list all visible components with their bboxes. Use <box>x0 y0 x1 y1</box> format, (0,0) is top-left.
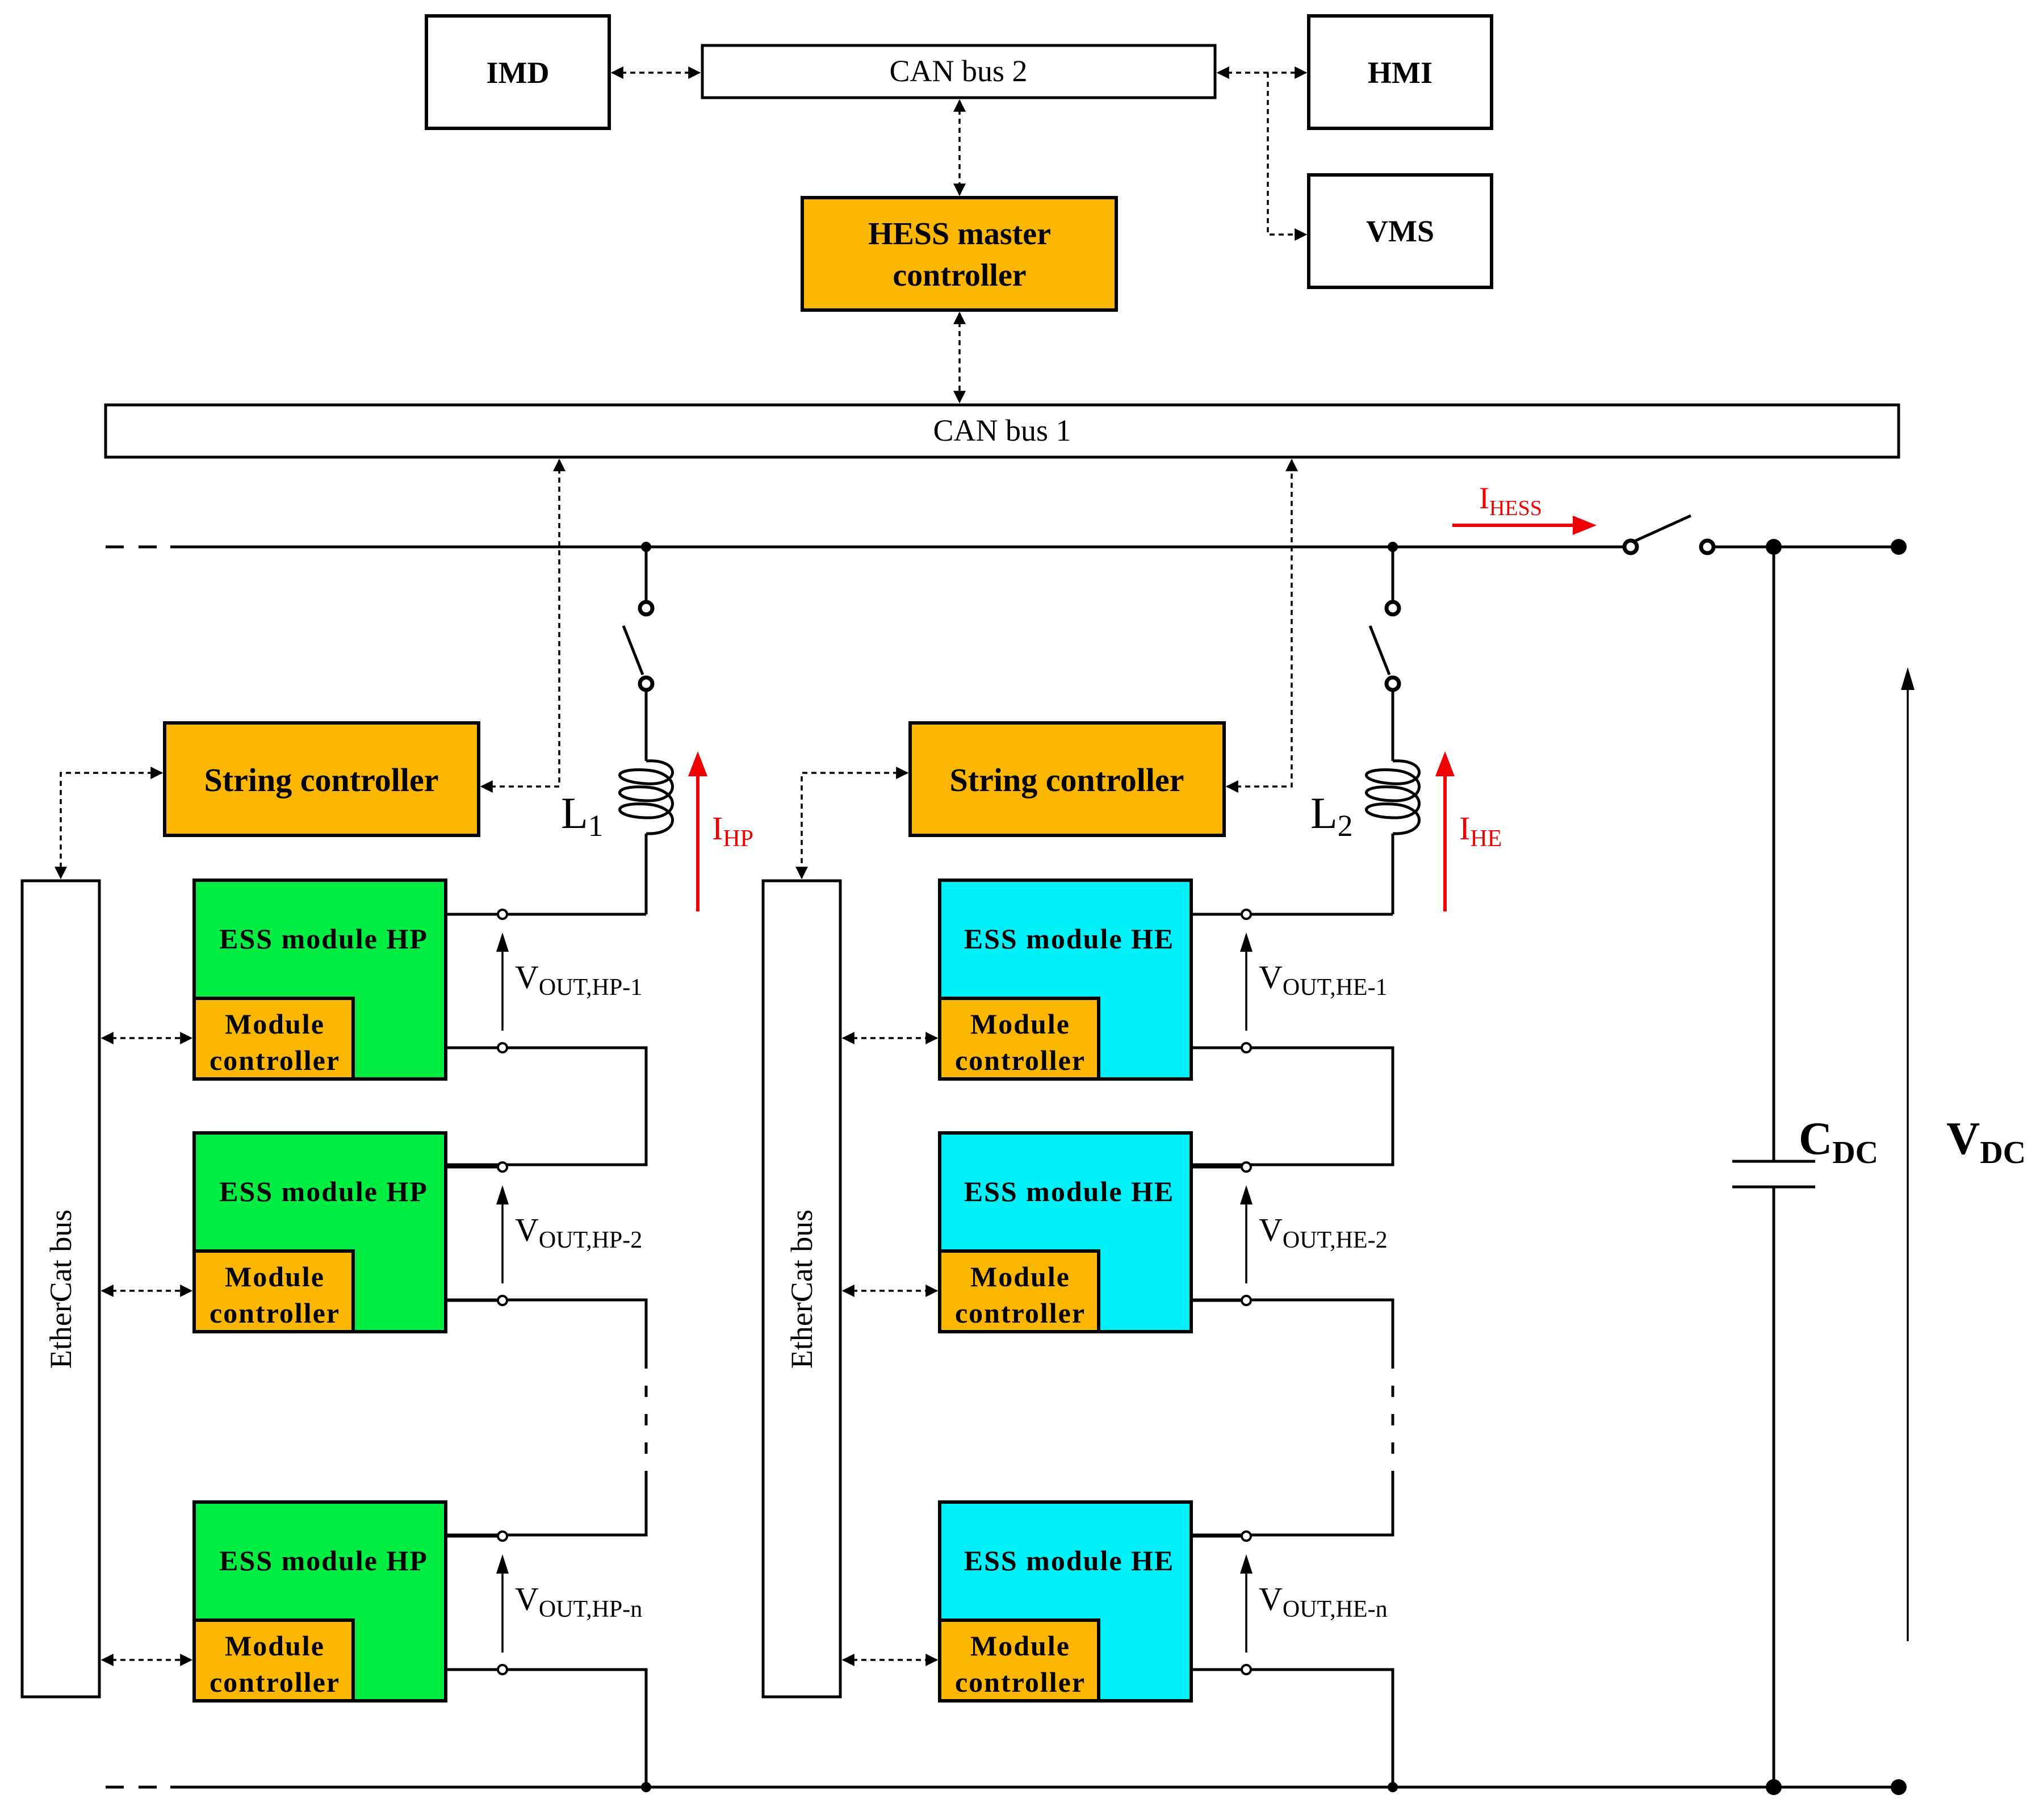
ess-module-hp-title: ESS module HP <box>219 1545 428 1576</box>
module-controller-he-3: Module controller <box>938 1618 1100 1703</box>
vout-label-hp-2: VOUT,HP-2 <box>515 1211 642 1253</box>
string-controller-he-ethercat-link <box>795 767 909 880</box>
string-controller-hp-can1-link <box>480 458 566 793</box>
module-controller-label-line2: controller <box>955 1666 1086 1698</box>
ethercat-bus-he: EtherCat bus <box>761 879 842 1699</box>
dc-positive-terminal <box>1891 539 1907 555</box>
vms-label: VMS <box>1366 214 1434 248</box>
vout-label-hp-1: VOUT,HP-1 <box>515 959 642 1001</box>
ethercat-bus-he-label: EtherCat bus <box>785 1210 819 1369</box>
module-controller-hp-2: Module controller <box>192 1249 355 1333</box>
ess-module-hp-3: ESS module HP Module controller <box>192 1500 447 1703</box>
ess-module-he-3: ESS module HE Module controller <box>938 1500 1193 1703</box>
ess-module-hp-title: ESS module HP <box>219 923 428 955</box>
ess-module-he-2: ESS module HE Module controller <box>938 1131 1193 1333</box>
string-hp: String controller EtherCat bus L1 IHP <box>20 458 753 1792</box>
ess-module-hp-title: ESS module HP <box>219 1176 428 1207</box>
master-label-line2: controller <box>893 258 1026 293</box>
string-controller-he-label: String controller <box>950 762 1184 798</box>
ess-module-he-title: ESS module HE <box>964 923 1175 955</box>
can-bus-2: CAN bus 2 <box>701 44 1217 99</box>
module-controller-label-line1: Module <box>970 1261 1070 1292</box>
dc-capacitor: CDC <box>1732 539 1878 1795</box>
imd-block: IMD <box>425 14 611 130</box>
ihess-label: IHESS <box>1479 481 1542 520</box>
module-controller-label-line2: controller <box>210 1044 340 1076</box>
vdc-arrow: VDC <box>1901 667 2026 1641</box>
ethercat-bus-hp: EtherCat bus <box>20 879 101 1699</box>
string-controller-he-can1-link <box>1225 458 1298 793</box>
module-controller-label-line2: controller <box>955 1297 1086 1329</box>
vout-label-hp-3: VOUT,HP-n <box>515 1580 642 1622</box>
module-controller-label-line2: controller <box>210 1297 340 1329</box>
ihess-arrow: IHESS <box>1452 481 1597 535</box>
ess-module-hp-1: ESS module HP Module controller <box>192 879 447 1081</box>
module-controller-label-line1: Module <box>970 1008 1070 1040</box>
main-switch <box>1622 514 1716 555</box>
inductor-l2-label: L2 <box>1310 788 1353 843</box>
module-controller-label-line1: Module <box>225 1630 325 1662</box>
vout-arrow-hp-3: VOUT,HP-n <box>496 1554 642 1653</box>
ihe-label: IHE <box>1459 810 1502 852</box>
module-controller-label-line1: Module <box>225 1261 325 1292</box>
module-controller-he-1: Module controller <box>938 997 1100 1081</box>
inductor-l1 <box>618 759 674 835</box>
can-bus-2-label: CAN bus 2 <box>889 54 1027 88</box>
can-bus-1-label: CAN bus 1 <box>933 413 1071 447</box>
ethercat-bus-hp-label: EtherCat bus <box>44 1210 78 1369</box>
string-he: String controller EtherCat bus L2 IHE ES… <box>761 458 1502 1792</box>
imd-label: IMD <box>487 56 550 90</box>
hmi-block: HMI <box>1307 14 1493 130</box>
vms-block: VMS <box>1307 173 1493 289</box>
dc-negative-terminal <box>1891 1779 1907 1795</box>
hess-master-controller: HESS master controller <box>801 196 1118 312</box>
vout-arrow-he-2: VOUT,HE-2 <box>1240 1185 1388 1283</box>
module-controller-label-line1: Module <box>225 1008 325 1040</box>
inductor-l1-label: L1 <box>561 788 604 843</box>
vout-label-he-3: VOUT,HE-n <box>1259 1580 1388 1622</box>
vout-arrow-hp-1: VOUT,HP-1 <box>496 932 642 1031</box>
string-controller-he: String controller <box>908 721 1226 837</box>
vout-label-he-1: VOUT,HE-1 <box>1259 959 1388 1001</box>
can2-vms-link <box>1267 73 1308 241</box>
ess-module-he-1: ESS module HE Module controller <box>938 879 1193 1081</box>
inductor-l2 <box>1365 759 1421 835</box>
module-controller-hp-1: Module controller <box>192 997 355 1081</box>
vout-arrow-hp-2: VOUT,HP-2 <box>496 1185 642 1283</box>
ihp-label: IHP <box>712 810 753 852</box>
string-controller-hp: String controller <box>163 721 480 837</box>
string-controller-hp-label: String controller <box>204 762 439 798</box>
vout-arrow-he-1: VOUT,HE-1 <box>1240 932 1388 1031</box>
module-controller-label-line2: controller <box>955 1044 1086 1076</box>
vout-label-he-2: VOUT,HE-2 <box>1259 1211 1388 1253</box>
vout-arrow-he-3: VOUT,HE-n <box>1240 1554 1388 1653</box>
hmi-label: HMI <box>1368 56 1433 90</box>
can-bus-1: CAN bus 1 <box>104 403 1900 459</box>
ess-module-hp-2: ESS module HP Module controller <box>192 1131 447 1333</box>
master-label-line1: HESS master <box>868 216 1051 252</box>
module-controller-label-line2: controller <box>210 1666 340 1698</box>
module-controller-he-2: Module controller <box>938 1249 1100 1333</box>
ess-module-he-title: ESS module HE <box>964 1545 1175 1576</box>
module-controller-label-line1: Module <box>970 1630 1070 1662</box>
cdc-label: CDC <box>1799 1112 1878 1170</box>
module-controller-hp-3: Module controller <box>192 1618 355 1703</box>
vdc-label: VDC <box>1946 1112 2026 1170</box>
ess-module-he-title: ESS module HE <box>964 1176 1175 1207</box>
string-controller-hp-ethercat-link <box>55 767 164 880</box>
